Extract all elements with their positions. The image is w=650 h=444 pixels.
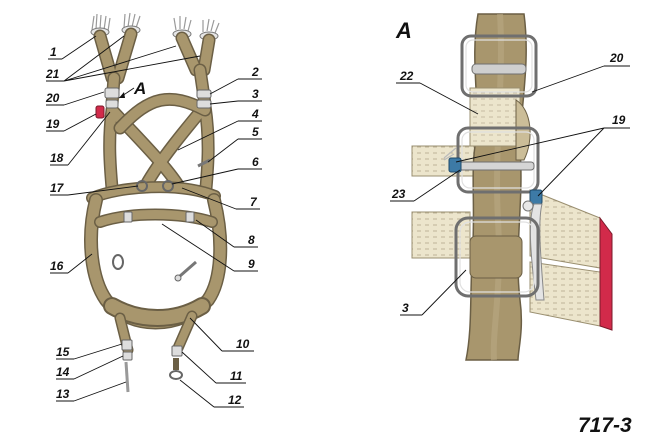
red-tab-19 [95,105,105,119]
harness-view: A 1 21 20 19 18 17 16 15 [45,12,262,408]
callout-10: 10 [236,337,250,351]
buckle-3-right [196,99,212,109]
buckle-14 [122,351,133,361]
d-ring-16 [112,254,124,270]
callout-6: 6 [252,155,259,169]
buckle-3-left [105,99,119,109]
right-callouts: 22 20 19 23 3 [390,51,630,316]
clip-19-left [448,157,462,173]
callout-18: 18 [50,151,64,165]
buckle-15 [121,339,133,351]
ring-12 [169,370,183,380]
callout-r22: 22 [399,69,414,83]
callout-7: 7 [250,195,258,209]
callout-4: 4 [251,107,259,121]
detail-a-view: A [390,13,630,361]
left-callouts: 1 21 20 19 18 17 16 15 14 [45,35,262,408]
riser-tassels [90,12,220,41]
callout-12: 12 [228,393,242,407]
detail-marker-a: A [133,79,146,98]
carabiner-6 [162,180,174,192]
callout-13: 13 [56,387,70,401]
callout-5: 5 [252,125,259,139]
callout-14: 14 [56,365,70,379]
callout-9: 9 [248,257,255,271]
red-edge-19 [599,216,613,331]
callout-15: 15 [56,345,70,359]
carabiner-13 [124,361,130,393]
buckle-11 [171,345,183,357]
figure-code: 717-3 [578,414,632,437]
callout-r23: 23 [391,187,406,201]
hook-9 [179,260,197,278]
buckle-20 [104,87,120,99]
buckle-8-left [123,211,133,223]
callout-11: 11 [230,369,243,383]
callout-19: 19 [46,117,60,131]
callout-8: 8 [248,233,255,247]
callout-16: 16 [50,259,64,273]
buckle-8-right [185,211,195,223]
callout-21: 21 [45,67,60,81]
fitting-5 [197,158,211,168]
callout-20: 20 [45,91,60,105]
clip-19-right [529,189,543,205]
callout-17: 17 [50,181,65,195]
callout-1: 1 [50,45,57,59]
detail-title: A [395,18,412,43]
harness-straps [84,27,228,356]
buckle-2 [196,89,212,99]
callout-r20: 20 [609,51,624,65]
callout-r19: 19 [612,113,626,127]
strap-fold [515,99,531,161]
callout-r3: 3 [402,301,409,315]
buckle-20-detail [460,34,538,98]
buckle-3-detail [454,216,540,298]
callout-3: 3 [252,87,259,101]
harness-hardware [95,87,212,393]
side-tapes [411,145,613,331]
callout-2: 2 [251,65,259,79]
